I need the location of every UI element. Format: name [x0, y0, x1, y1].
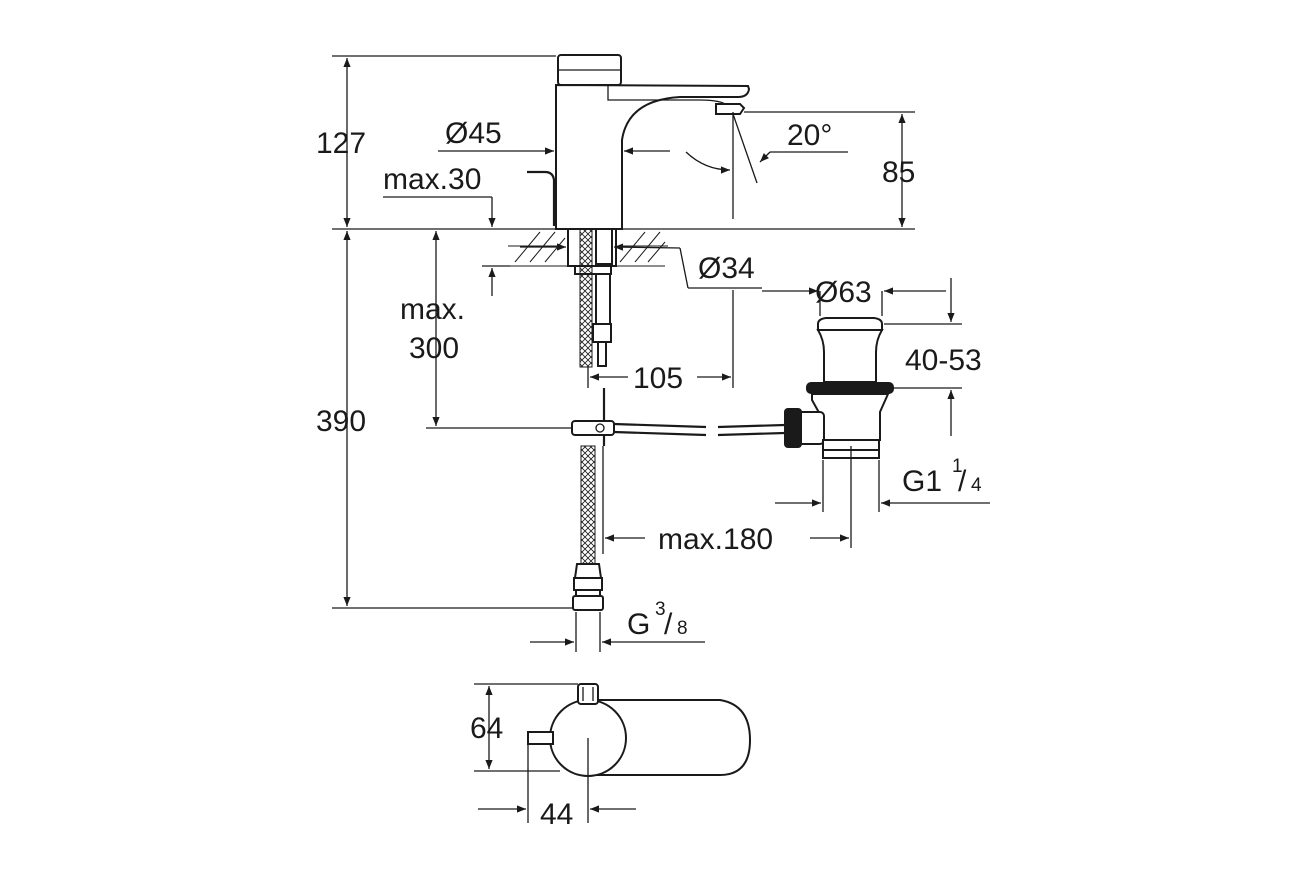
tap-body — [527, 54, 751, 230]
dim-max-30: max.30 — [383, 163, 481, 196]
dim-44: 44 — [540, 798, 573, 831]
dim-g-3-8: G 3 / 8 — [627, 599, 688, 641]
mounting-stud — [567, 228, 617, 368]
dim-diameter-63: Ø63 — [815, 276, 872, 309]
dim-g1-main: G1 — [902, 465, 942, 498]
flex-hose — [572, 445, 604, 611]
dim-390: 390 — [316, 405, 366, 438]
dim-g1-sub: 4 — [971, 475, 982, 496]
top-view — [527, 683, 752, 777]
dim-105: 105 — [633, 362, 683, 395]
waste-valve — [784, 317, 894, 459]
dim-127: 127 — [316, 127, 366, 160]
pop-up-rod — [571, 388, 786, 446]
dim-300: 300 — [409, 332, 459, 365]
dimension-lines — [332, 55, 990, 823]
dim-max-label: max. — [400, 293, 465, 326]
dim-max-180: max.180 — [658, 523, 773, 556]
dim-g-sup: 3 — [655, 599, 666, 620]
dim-diameter-45: Ø45 — [445, 117, 502, 150]
dim-g1-slash: / — [958, 465, 967, 498]
dim-g-sub: 8 — [677, 618, 688, 639]
dim-diameter-34: Ø34 — [698, 252, 755, 285]
dim-g1-1-4: G1 1 / 4 — [902, 456, 982, 498]
dim-g1-sup: 1 — [952, 456, 963, 477]
dim-40-53: 40-53 — [905, 344, 982, 377]
dim-g-main: G — [627, 608, 650, 641]
dim-64: 64 — [470, 712, 503, 745]
dim-85: 85 — [882, 156, 915, 189]
dim-g-slash: / — [664, 608, 673, 641]
dim-angle-20: 20° — [787, 119, 832, 152]
